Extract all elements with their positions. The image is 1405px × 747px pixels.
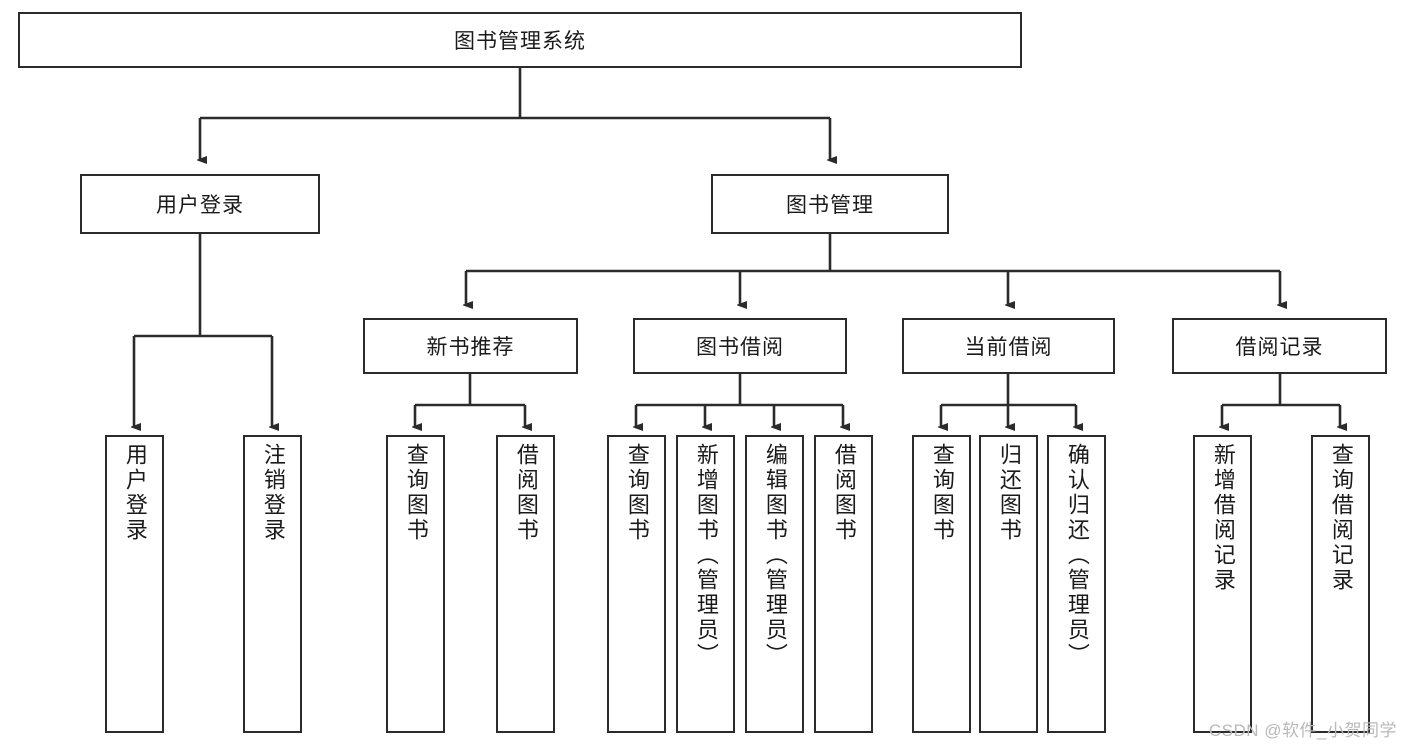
node-label: 用户登录 xyxy=(156,194,244,217)
node-label: 注销登录 xyxy=(260,443,286,543)
node-label: 当前借阅 xyxy=(964,336,1053,359)
node-label: 借阅图书 xyxy=(831,443,857,543)
leaf-record-query-record[interactable]: 查询借阅记录 xyxy=(1311,435,1370,733)
node-label: 查询图书 xyxy=(929,443,955,543)
node-book-management[interactable]: 图书管理 xyxy=(711,174,949,234)
watermark-text: CSDN @软件_小贺同学 xyxy=(1208,721,1397,740)
leaf-borrow-edit-book-admin[interactable]: 编辑图书（管理员） xyxy=(745,435,804,733)
node-label: 用户登录 xyxy=(122,443,148,543)
leaf-current-return-book[interactable]: 归还图书 xyxy=(979,435,1038,733)
node-borrow-record[interactable]: 借阅记录 xyxy=(1172,318,1387,374)
node-label: 查询图书 xyxy=(624,443,650,543)
node-label: 图书管理系统 xyxy=(454,30,586,53)
node-label: 借阅图书 xyxy=(513,443,539,543)
node-new-book-recommend[interactable]: 新书推荐 xyxy=(363,318,578,374)
node-label: 新增借阅记录 xyxy=(1210,443,1236,593)
leaf-current-query-book[interactable]: 查询图书 xyxy=(912,435,971,733)
node-label: 新增图书（管理员） xyxy=(693,443,719,668)
node-current-borrow[interactable]: 当前借阅 xyxy=(902,318,1115,374)
leaf-borrow-query-book[interactable]: 查询图书 xyxy=(607,435,666,733)
node-label: 图书借阅 xyxy=(696,336,784,359)
node-label: 查询借阅记录 xyxy=(1328,443,1354,593)
leaf-newbook-borrow-book[interactable]: 借阅图书 xyxy=(496,435,555,733)
node-label: 编辑图书（管理员） xyxy=(762,443,788,668)
node-book-borrow[interactable]: 图书借阅 xyxy=(633,318,847,374)
leaf-current-confirm-return-admin[interactable]: 确认归还（管理员） xyxy=(1047,435,1106,733)
node-user-login[interactable]: 用户登录 xyxy=(80,174,320,234)
leaf-user-logout[interactable]: 注销登录 xyxy=(243,435,302,733)
node-root-system[interactable]: 图书管理系统 xyxy=(18,12,1022,68)
node-label: 图书管理 xyxy=(786,194,874,217)
leaf-record-add-record[interactable]: 新增借阅记录 xyxy=(1193,435,1252,733)
leaf-newbook-query-book[interactable]: 查询图书 xyxy=(386,435,445,733)
node-label: 归还图书 xyxy=(996,443,1022,543)
node-label: 借阅记录 xyxy=(1235,336,1324,359)
node-label: 查询图书 xyxy=(403,443,429,543)
node-label: 确认归还（管理员） xyxy=(1064,443,1090,668)
leaf-borrow-borrow-book[interactable]: 借阅图书 xyxy=(814,435,873,733)
node-label: 新书推荐 xyxy=(426,336,515,359)
leaf-user-login[interactable]: 用户登录 xyxy=(105,435,164,733)
leaf-borrow-add-book-admin[interactable]: 新增图书（管理员） xyxy=(676,435,735,733)
